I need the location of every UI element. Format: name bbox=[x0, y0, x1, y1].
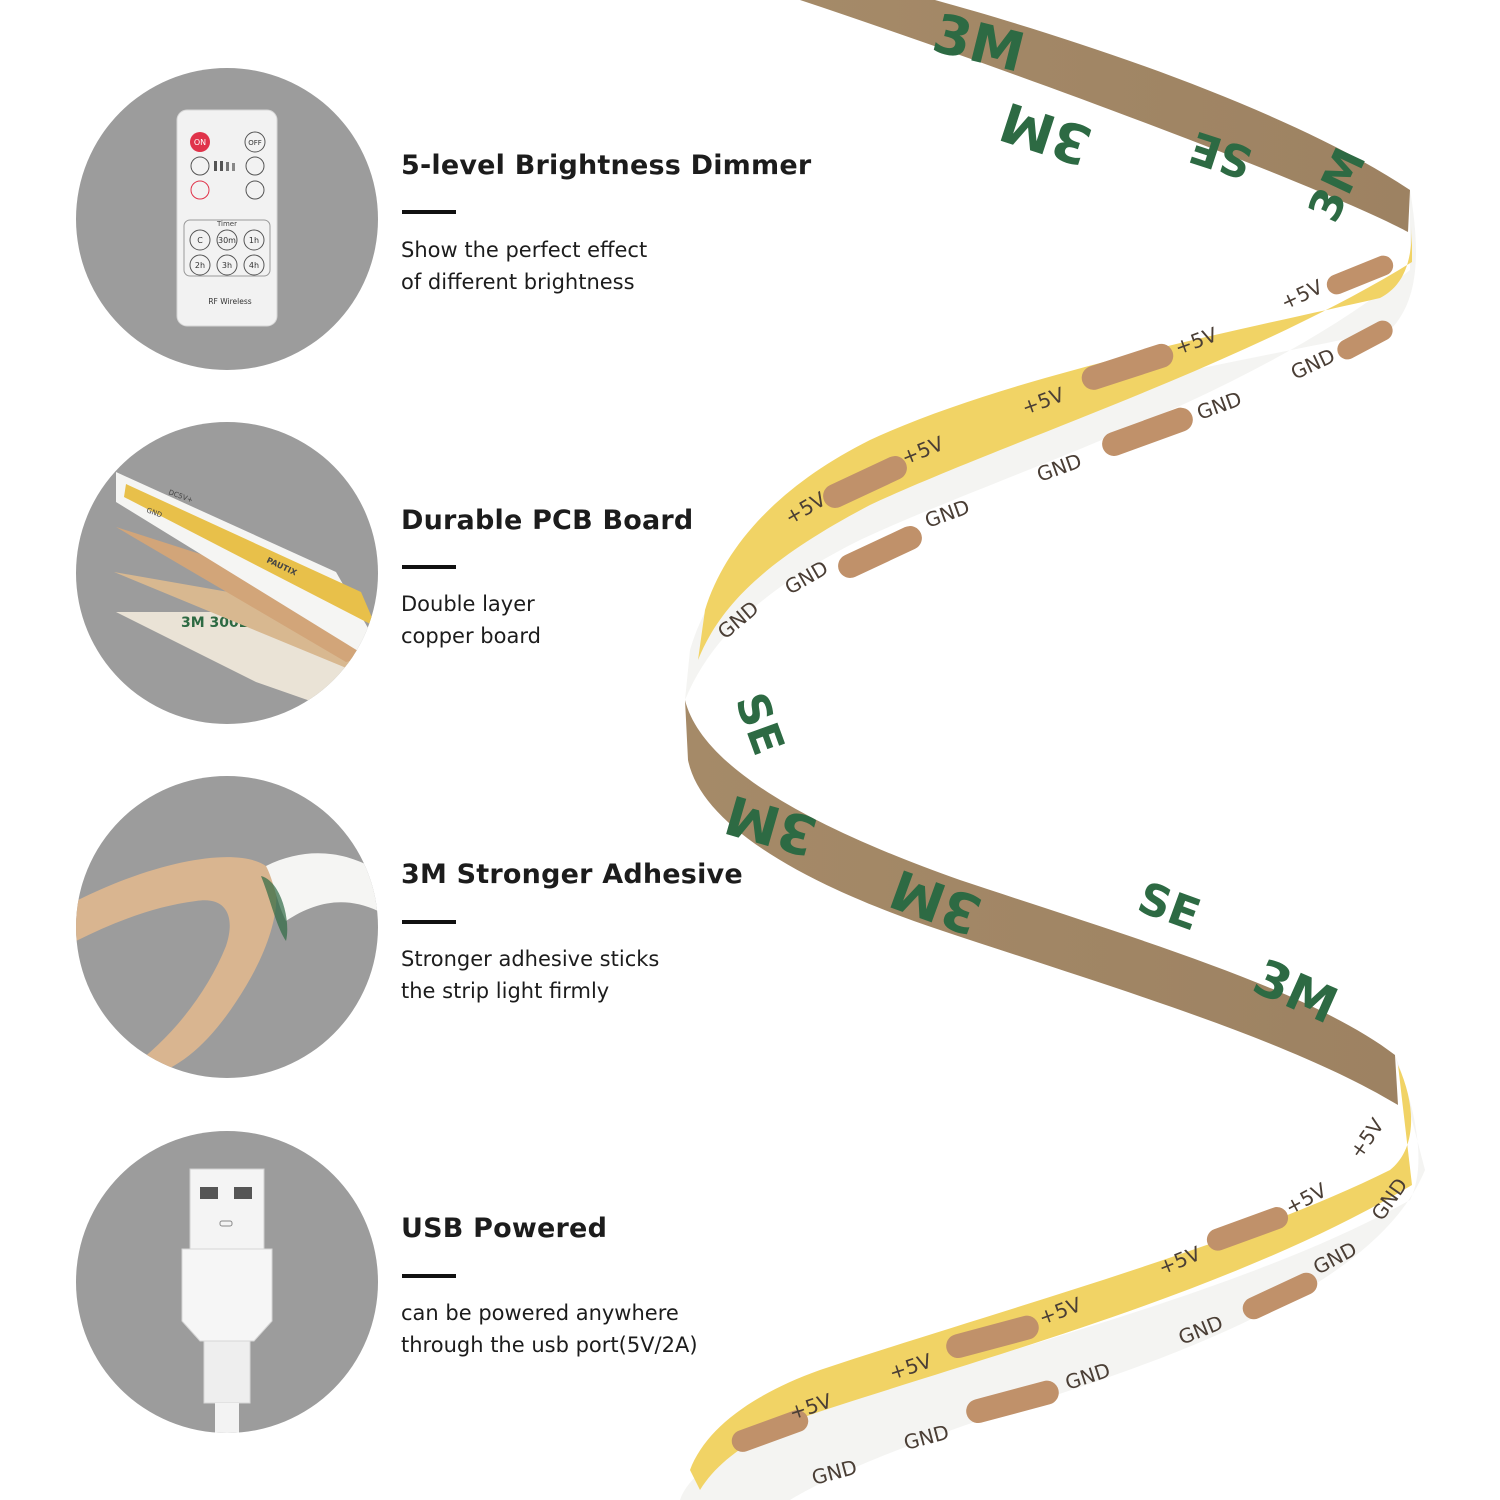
feature-desc-line: copper board bbox=[401, 624, 541, 648]
feature-desc-line: the strip light firmly bbox=[401, 979, 610, 1003]
pad-label-gnd: GND bbox=[922, 494, 973, 532]
pcb-layers-icon: 3M 300LSE DC5V+ GND PAUTIX bbox=[114, 472, 376, 724]
strip-led-lower bbox=[690, 1065, 1412, 1490]
pad-label-plus: +5V bbox=[1172, 322, 1221, 359]
feature-desc-adhesive: Stronger adhesive sticks the strip light… bbox=[401, 943, 659, 1007]
remote-btn-3h: 3h bbox=[222, 261, 232, 270]
pad-label-plus: +5V bbox=[1344, 1113, 1389, 1162]
pad-label-gnd: GND bbox=[809, 1455, 860, 1490]
feature-desc-line: Stronger adhesive sticks bbox=[401, 947, 660, 971]
feature-divider bbox=[402, 920, 456, 924]
pad-label-plus: +5V bbox=[1281, 1178, 1331, 1220]
remote-brand-label: RF Wireless bbox=[208, 297, 251, 306]
remote-timer-label: Timer bbox=[216, 220, 237, 228]
pad-label-plus: +5V bbox=[1155, 1241, 1204, 1280]
remote-btn-30m: 30m bbox=[218, 236, 236, 245]
feature-desc-line: Double layer bbox=[401, 592, 535, 616]
pad-label-plus: +5V bbox=[898, 431, 947, 470]
pad-label-plus: +5V bbox=[886, 1348, 935, 1384]
pad-label-gnd: GND bbox=[713, 596, 764, 644]
strip-3m-mark: 3M bbox=[718, 782, 823, 868]
remote-btn-2h: 2h bbox=[195, 261, 205, 270]
feature-image-remote: ON OFF Timer C 30m 1h 2h 3h 4h RF Wirele… bbox=[76, 68, 378, 370]
feature-title-usb: USB Powered bbox=[401, 1213, 608, 1244]
feature-desc-usb: can be powered anywhere through the usb … bbox=[401, 1297, 698, 1361]
strip-3m-mark: 3M bbox=[882, 857, 989, 947]
pad-label-gnd: GND bbox=[1309, 1237, 1361, 1280]
feature-desc-line: can be powered anywhere bbox=[401, 1301, 679, 1325]
feature-desc-dimmer: Show the perfect effect of different bri… bbox=[401, 234, 647, 298]
pad-label-plus: +5V bbox=[781, 487, 831, 530]
remote-on-label: ON bbox=[194, 138, 206, 147]
strip-backing-top bbox=[800, 0, 1410, 232]
feature-desc-line: Show the perfect effect bbox=[401, 238, 648, 262]
strip-backing-middle bbox=[685, 700, 1398, 1105]
strip-3m-mark: 3M bbox=[1299, 141, 1377, 230]
remote-btn-4h: 4h bbox=[249, 261, 259, 270]
feature-image-usb bbox=[76, 1131, 378, 1433]
pad-label-gnd: GND bbox=[781, 556, 833, 600]
strip-se-mark: SE bbox=[1131, 872, 1206, 941]
feature-desc-pcb: Double layer copper board bbox=[401, 588, 541, 652]
feature-title-dimmer: 5-level Brightness Dimmer bbox=[401, 150, 812, 181]
strip-3m-mark: 3M bbox=[1245, 948, 1346, 1035]
feature-divider bbox=[402, 1274, 456, 1278]
feature-image-adhesive bbox=[76, 776, 378, 1078]
feature-divider bbox=[402, 210, 456, 214]
feature-image-pcb: 3M 300LSE DC5V+ GND PAUTIX bbox=[76, 422, 378, 724]
pad-label-gnd: GND bbox=[1062, 1358, 1113, 1395]
pad-label-gnd: GND bbox=[1194, 386, 1245, 424]
pad-label-gnd: GND bbox=[1366, 1174, 1412, 1225]
strip-se-mark: SE bbox=[1184, 120, 1258, 188]
feature-divider bbox=[402, 565, 456, 569]
strip-se-mark: SE bbox=[725, 686, 794, 761]
pad-label-gnd: GND bbox=[901, 1420, 952, 1455]
feature-desc-line: through the usb port(5V/2A) bbox=[401, 1333, 698, 1357]
pad-label-plus: +5V bbox=[1019, 382, 1068, 419]
pad-label-gnd: GND bbox=[1034, 448, 1085, 486]
remote-btn-c: C bbox=[197, 236, 203, 245]
usb-plug-icon bbox=[181, 1168, 273, 1433]
feature-title-adhesive: 3M Stronger Adhesive bbox=[401, 859, 743, 890]
strip-3m-mark: 3M bbox=[993, 89, 1099, 177]
strip-3m-mark: 3M bbox=[927, 1, 1031, 84]
remote-control-icon: ON OFF Timer C 30m 1h 2h 3h 4h RF Wirele… bbox=[176, 109, 278, 327]
pad-label-gnd: GND bbox=[1175, 1310, 1227, 1349]
adhesive-tape-icon bbox=[76, 853, 378, 1078]
remote-btn-1h: 1h bbox=[249, 236, 259, 245]
pad-label-plus: +5V bbox=[786, 1388, 835, 1424]
strip-led-upper bbox=[698, 225, 1412, 660]
feature-title-pcb: Durable PCB Board bbox=[401, 505, 694, 536]
pad-label-plus: +5V bbox=[1036, 1292, 1085, 1329]
feature-desc-line: of different brightness bbox=[401, 270, 635, 294]
pad-label-plus: +5V bbox=[1277, 274, 1327, 314]
pad-label-gnd: GND bbox=[1287, 343, 1339, 384]
strip-front-upper bbox=[685, 190, 1416, 700]
remote-off-label: OFF bbox=[248, 139, 262, 147]
strip-front-lower bbox=[680, 1055, 1425, 1500]
